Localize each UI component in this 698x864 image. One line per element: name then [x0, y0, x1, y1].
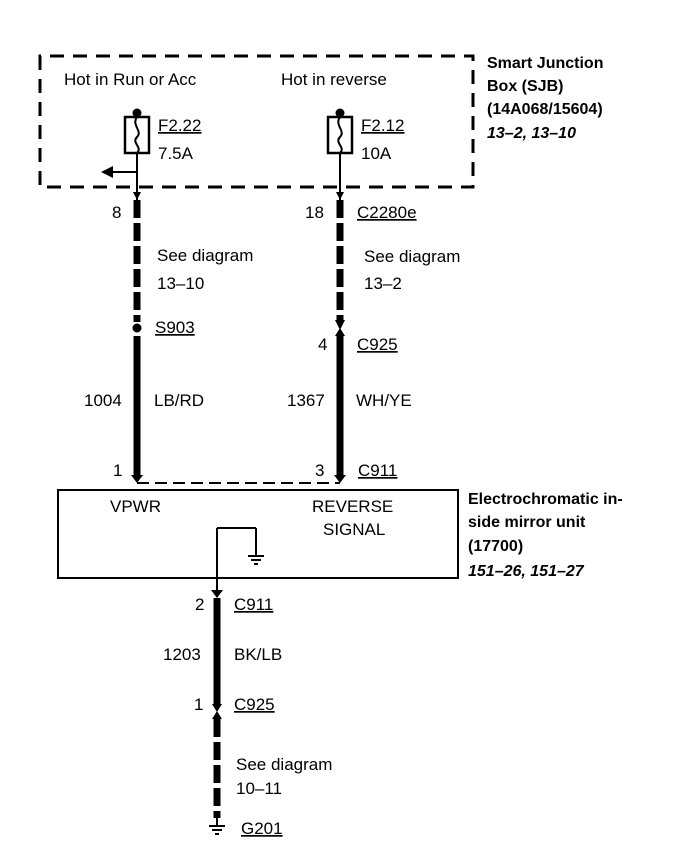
color-whye: WH/YE [356, 391, 412, 410]
fuse-left-id: F2.22 [158, 116, 201, 135]
sjb-feed-left: Hot in Run or Acc [64, 70, 197, 89]
color-lbrd: LB/RD [154, 391, 204, 410]
sjb-box [38, 54, 475, 189]
sjb-title-3: (14A068/15604) [487, 101, 603, 118]
circuit-1203: 1203 [163, 645, 201, 664]
sjb-title-2: Box (SJB) [487, 78, 563, 95]
sjb-feed-right: Hot in reverse [281, 70, 387, 89]
mirror-title-2: side mirror unit [468, 514, 586, 531]
mirror-title-1: Electrochromatic in- [468, 491, 623, 508]
right-sjb-pin: 18 [305, 203, 324, 222]
circuit-1004: 1004 [84, 391, 122, 410]
right-inline-pin: 4 [318, 335, 327, 354]
color-bklb: BK/LB [234, 645, 282, 664]
left-sjb-pin: 8 [112, 203, 121, 222]
mirror-title-3: (17700) [468, 538, 523, 555]
right-see-label: See diagram [364, 247, 460, 266]
fuse-left-rating: 7.5A [158, 144, 194, 163]
connector-c925-upper: C925 [357, 335, 398, 354]
left-see-ref: 13–10 [157, 274, 204, 293]
fuse-right-id: F2.12 [361, 116, 404, 135]
splice-s903: S903 [155, 318, 195, 337]
mirror-vpwr: VPWR [110, 497, 161, 516]
mirror-refs: 151–26, 151–27 [468, 563, 585, 580]
wire-1367 [334, 192, 346, 483]
ground-pin-bottom: 1 [194, 695, 203, 714]
connector-c2280e: C2280e [357, 203, 417, 222]
left-see-label: See diagram [157, 246, 253, 265]
fuse-right-rating: 10A [361, 144, 392, 163]
mirror-reverse-2: SIGNAL [323, 520, 385, 539]
wire-1203 [211, 590, 223, 818]
ground-see-ref: 10–11 [236, 779, 282, 798]
fuse-right-icon [326, 108, 354, 200]
internal-ground-icon [216, 527, 264, 590]
fuse-left-icon [101, 108, 151, 200]
sjb-title-1: Smart Junction [487, 55, 603, 72]
sjb-refs: 13–2, 13–10 [487, 125, 576, 142]
ground-g201-icon [209, 818, 225, 835]
connector-c925-lower: C925 [234, 695, 275, 714]
right-see-ref: 13–2 [364, 274, 402, 293]
connector-c911-top: C911 [358, 461, 397, 480]
ground-see-label: See diagram [236, 755, 332, 774]
circuit-1367: 1367 [287, 391, 325, 410]
ground-pin-top: 2 [195, 595, 204, 614]
right-mirror-pin: 3 [315, 461, 324, 480]
mirror-reverse-1: REVERSE [312, 497, 393, 516]
wire-1004 [131, 192, 143, 483]
ground-g201: G201 [241, 819, 283, 838]
connector-c911-bottom: C911 [234, 595, 273, 614]
left-mirror-pin: 1 [113, 461, 122, 480]
